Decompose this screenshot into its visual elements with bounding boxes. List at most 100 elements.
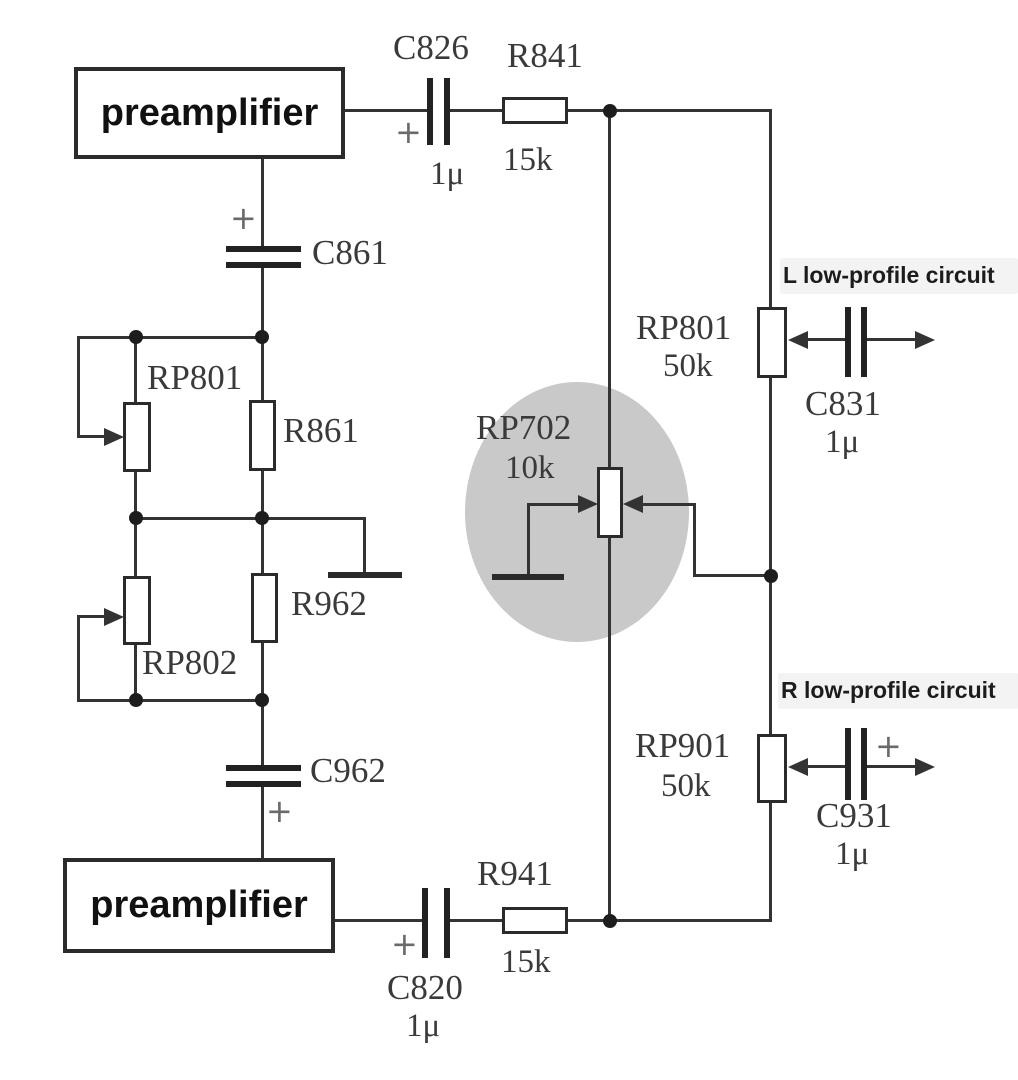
value-RP901: 50k	[661, 768, 711, 804]
capacitor-C962-plate	[226, 781, 301, 787]
preamplifier-label: preamplifier	[90, 884, 308, 926]
potentiometer-RP901	[757, 734, 787, 803]
junction-dot	[603, 104, 617, 118]
capacitor-C861-plate	[226, 262, 301, 268]
wire	[261, 518, 264, 576]
capacitor-C826-plate	[444, 78, 450, 145]
wire	[261, 700, 264, 768]
wire	[565, 919, 772, 922]
wire	[134, 470, 137, 520]
preamplifier-block-top: preamplifier	[74, 67, 345, 159]
wire	[261, 641, 264, 702]
wire	[261, 266, 264, 339]
wire	[335, 919, 424, 922]
wire	[693, 503, 696, 577]
output-arrow-icon	[915, 758, 935, 776]
wire	[565, 109, 772, 112]
label-C962: C962	[310, 751, 386, 790]
wire	[769, 109, 772, 310]
potentiometer-RP801-right	[757, 307, 787, 378]
resistor-R962	[251, 573, 278, 643]
label-R941: R941	[477, 854, 553, 893]
wire	[77, 699, 263, 702]
value-R841: 15k	[503, 142, 553, 178]
label-RP801-right: RP801	[636, 308, 732, 347]
value-RP702: 10k	[505, 450, 555, 486]
wiper-arrow-icon	[578, 495, 598, 513]
output-arrow-icon	[915, 331, 935, 349]
capacitor-C831-plate	[845, 307, 851, 377]
label-RP702: RP702	[476, 408, 572, 447]
wire	[800, 338, 846, 341]
junction-dot	[129, 330, 143, 344]
label-RP901: RP901	[635, 726, 731, 765]
value-C826: 1μ	[430, 156, 465, 192]
wiper-arrow-icon	[788, 331, 808, 349]
preamplifier-label: preamplifier	[100, 91, 319, 134]
value-C931: 1μ	[835, 836, 870, 872]
junction-dot	[255, 330, 269, 344]
label-R962: R962	[291, 584, 367, 623]
wire	[77, 615, 80, 702]
wire	[527, 505, 530, 576]
polarity-plus: +	[395, 113, 422, 151]
resistor-R861	[249, 400, 276, 471]
capacitor-C931-plate	[845, 728, 851, 800]
wire	[261, 158, 264, 248]
preamplifier-block-bottom: preamplifier	[63, 858, 335, 953]
wire	[643, 503, 696, 506]
wire	[693, 574, 772, 577]
ground-symbol	[492, 574, 564, 580]
wire	[867, 338, 917, 341]
polarity-plus: +	[391, 925, 418, 963]
label-R861: R861	[283, 411, 359, 450]
wire	[608, 535, 611, 922]
wire	[867, 765, 917, 768]
wiper-arrow-icon	[623, 495, 643, 513]
capacitor-C962-plate	[226, 765, 301, 771]
junction-dot	[129, 693, 143, 707]
capacitor-C820-plate	[422, 888, 428, 958]
junction-dot	[603, 914, 617, 928]
value-R941: 15k	[501, 944, 551, 980]
wiper-arrow-icon	[104, 428, 124, 446]
label-C931: C931	[816, 796, 892, 835]
label-backdrop	[780, 258, 1018, 294]
capacitor-C826-plate	[427, 78, 433, 145]
wire	[134, 643, 137, 702]
polarity-plus: +	[875, 727, 902, 765]
wiper-arrow-icon	[788, 758, 808, 776]
junction-dot	[129, 511, 143, 525]
wire	[608, 111, 611, 471]
label-left-channel: L low-profile circuit	[783, 262, 995, 288]
wire	[261, 337, 264, 402]
capacitor-C931-plate	[861, 728, 867, 800]
capacitor-C820-plate	[444, 888, 450, 958]
wire	[135, 517, 366, 520]
wire	[363, 517, 366, 574]
wire	[134, 337, 137, 404]
potentiometer-RP702	[597, 467, 623, 538]
potentiometer-RP801-left	[123, 402, 151, 472]
junction-dot	[255, 511, 269, 525]
polarity-plus: +	[230, 199, 257, 237]
junction-dot	[255, 693, 269, 707]
resistor-R841	[502, 97, 568, 124]
wire	[77, 336, 80, 438]
highlight-ellipse	[465, 382, 689, 642]
junction-dot	[764, 569, 778, 583]
polarity-plus: +	[266, 792, 293, 830]
label-RP801-left: RP801	[147, 358, 243, 397]
capacitor-C831-plate	[861, 307, 867, 377]
wire	[769, 801, 772, 922]
wire	[134, 518, 137, 578]
potentiometer-RP802	[123, 576, 151, 645]
label-C861: C861	[312, 233, 388, 272]
wire	[77, 336, 263, 339]
wire	[769, 376, 772, 737]
ground-symbol	[328, 572, 402, 578]
wire	[77, 435, 108, 438]
wiper-arrow-icon	[104, 608, 124, 626]
value-C820: 1μ	[406, 1008, 441, 1044]
value-C831: 1μ	[825, 424, 860, 460]
